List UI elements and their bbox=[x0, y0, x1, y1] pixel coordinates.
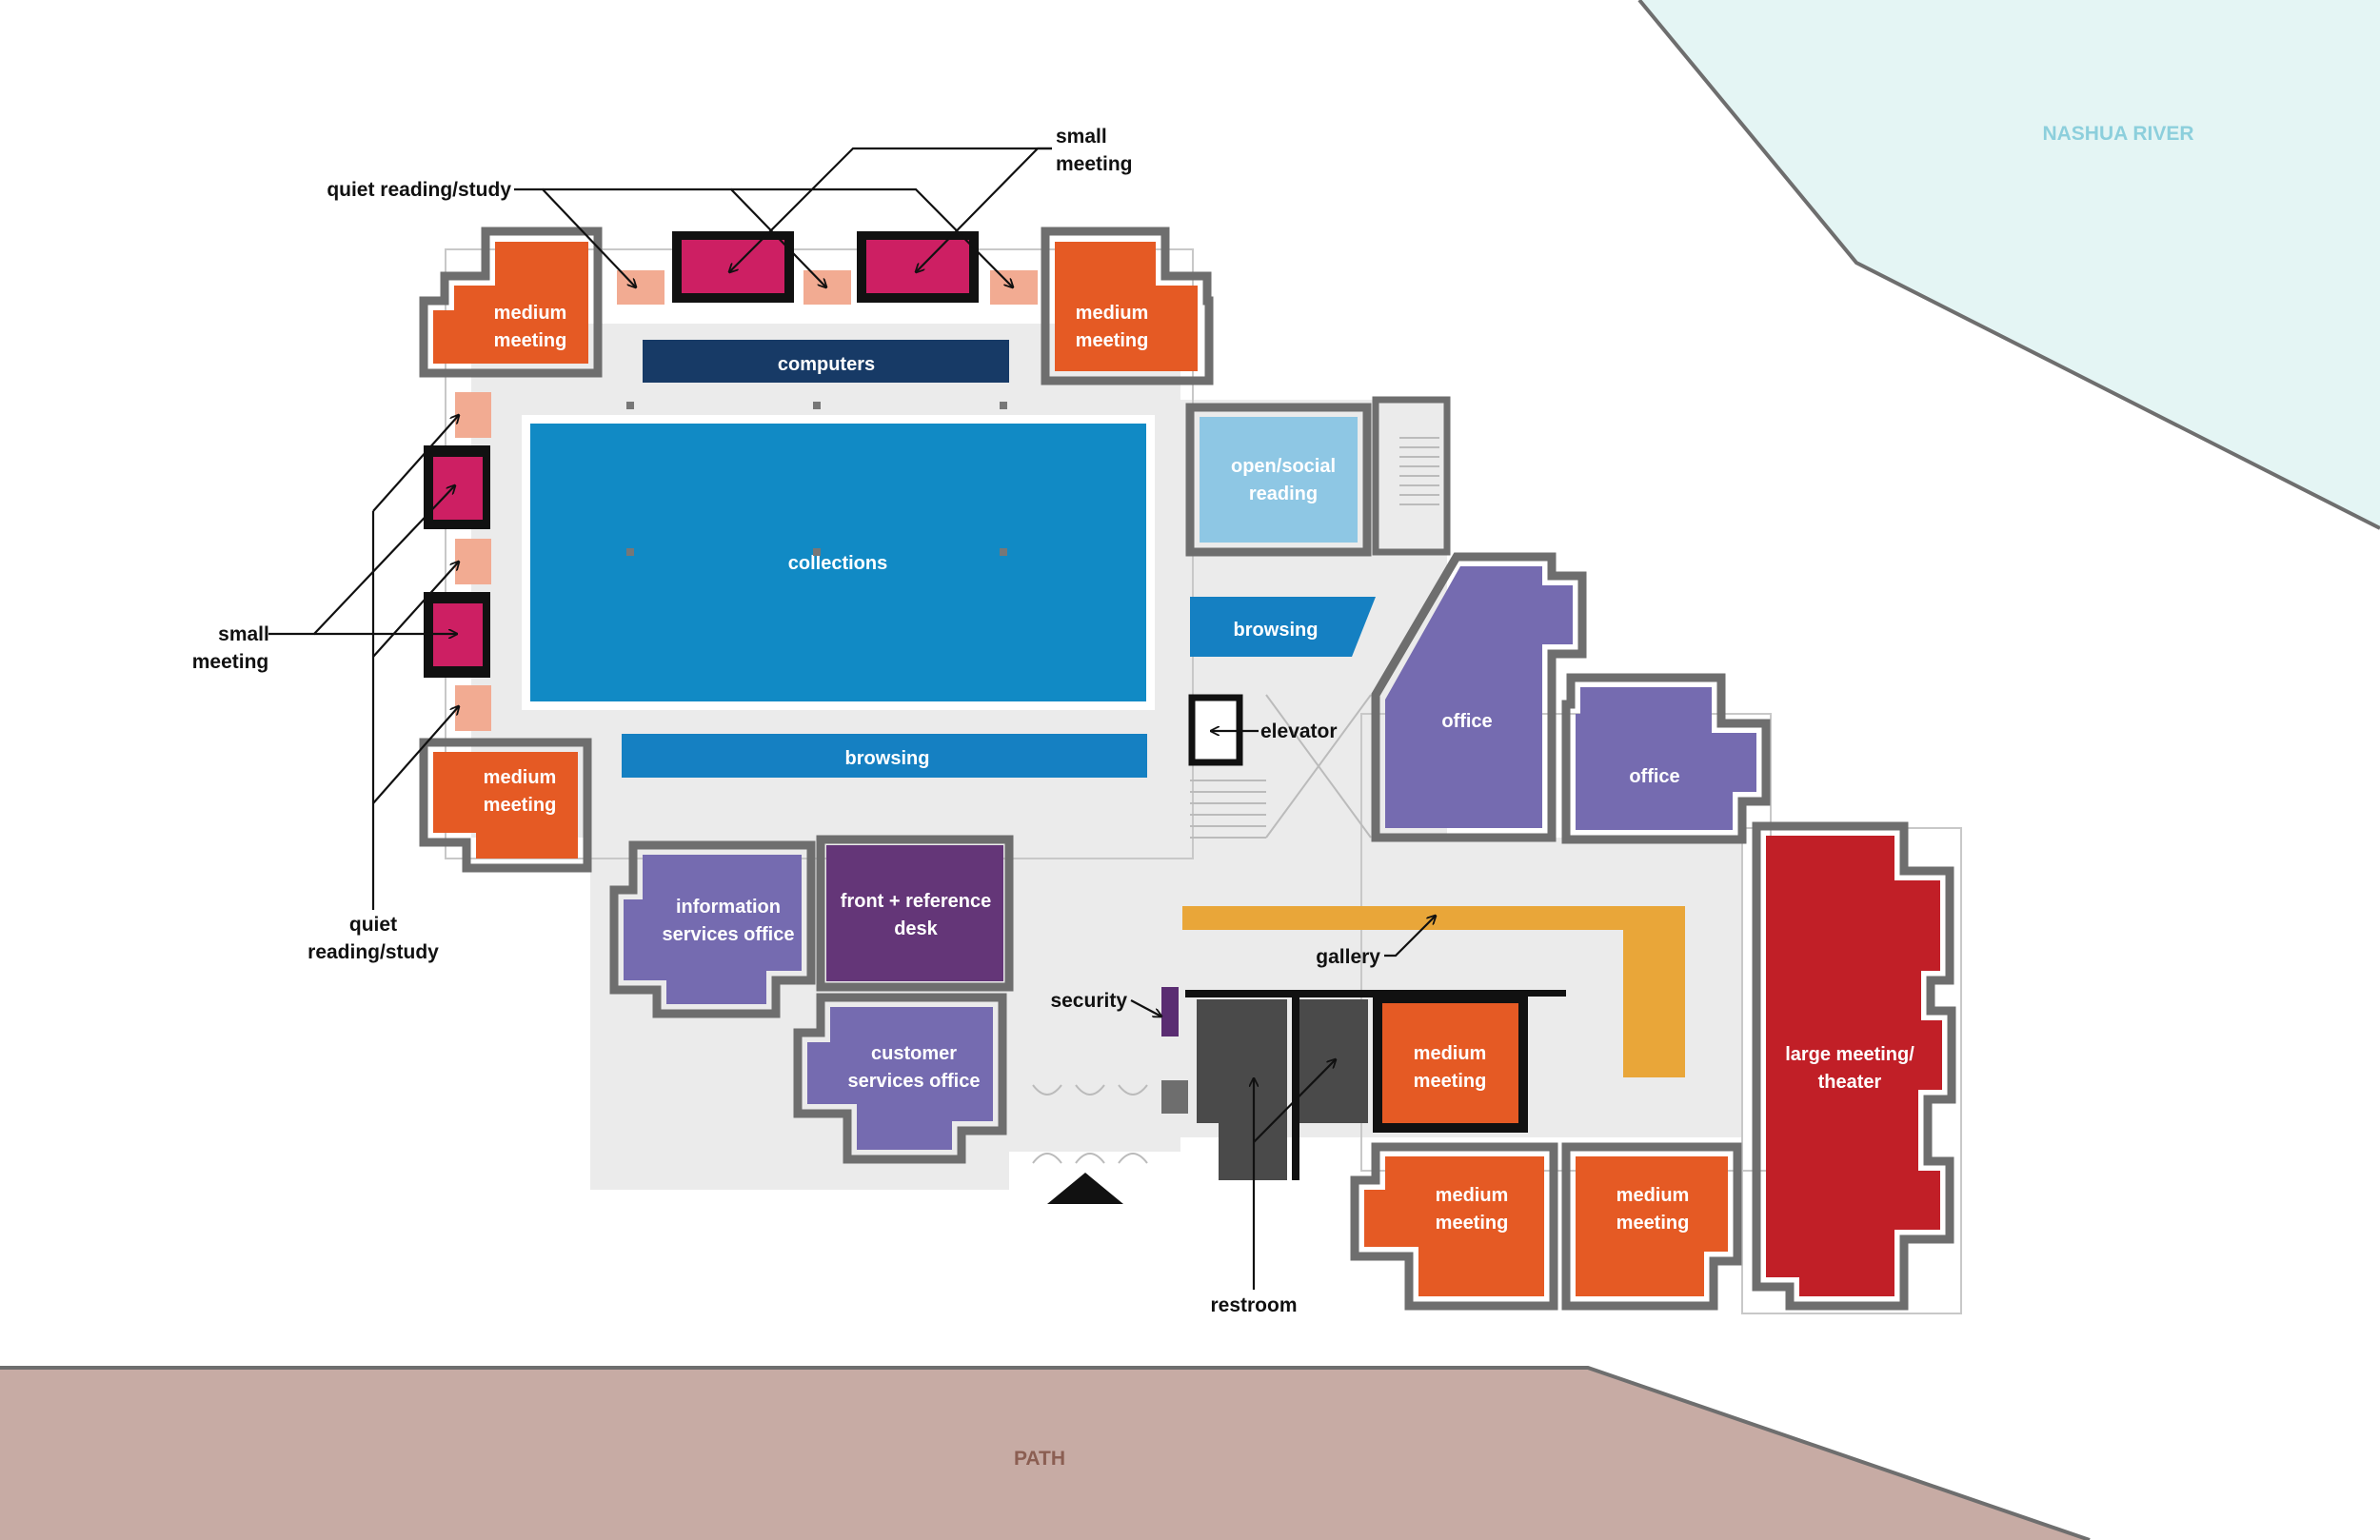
entrance-marker bbox=[1047, 1173, 1123, 1204]
callout-gallery: gallery bbox=[1316, 916, 1436, 968]
path-area bbox=[0, 1368, 2090, 1540]
medium-meeting-room-ne: medium meeting bbox=[1041, 227, 1214, 385]
medium-meeting-label: medium bbox=[1076, 303, 1149, 324]
medium-meeting-room-s1: medium meeting bbox=[1373, 995, 1528, 1133]
front-reference-desk: front + reference desk bbox=[816, 835, 1014, 992]
large-meeting-theater: large meeting/ theater bbox=[1752, 821, 1956, 1311]
medium-meeting-label: meeting bbox=[484, 795, 557, 816]
office-label: office bbox=[1441, 711, 1492, 732]
medium-meeting-room-s3: medium meeting bbox=[1561, 1142, 1742, 1311]
browsing-east-area: browsing bbox=[1190, 597, 1376, 657]
medium-meeting-label: meeting bbox=[1436, 1213, 1509, 1234]
medium-meeting-label: meeting bbox=[1414, 1071, 1487, 1092]
svg-text:elevator: elevator bbox=[1260, 721, 1338, 742]
information-services-label: services office bbox=[663, 924, 795, 945]
callout-security: security bbox=[1050, 990, 1161, 1017]
medium-meeting-label: medium bbox=[484, 767, 557, 788]
medium-meeting-room-s2: medium meeting bbox=[1350, 1142, 1558, 1311]
gallery-area bbox=[1182, 906, 1685, 1077]
customer-services-label: services office bbox=[848, 1071, 981, 1092]
column-markers bbox=[626, 402, 1007, 556]
open-social-label: reading bbox=[1249, 484, 1318, 504]
office-room-2: office bbox=[1561, 673, 1771, 844]
river-bank bbox=[1637, 0, 2380, 530]
callout-small-meeting-left: small meeting bbox=[192, 485, 457, 673]
svg-text:quiet: quiet bbox=[349, 914, 397, 936]
computers-area: computers bbox=[643, 340, 1009, 383]
river-area bbox=[1639, 0, 2380, 528]
large-meeting-label: theater bbox=[1818, 1072, 1882, 1093]
medium-meeting-label: medium bbox=[1616, 1185, 1690, 1206]
stairwell-top bbox=[1372, 396, 1451, 556]
browsing-label: browsing bbox=[845, 748, 930, 769]
svg-text:small: small bbox=[1056, 126, 1107, 148]
svg-text:restroom: restroom bbox=[1210, 1294, 1297, 1316]
svg-text:gallery: gallery bbox=[1316, 946, 1380, 968]
collections-label: collections bbox=[788, 553, 887, 574]
medium-meeting-label: medium bbox=[1414, 1043, 1487, 1064]
medium-meeting-label: meeting bbox=[1616, 1213, 1690, 1234]
callout-restroom: restroom bbox=[1210, 1059, 1336, 1316]
svg-text:security: security bbox=[1050, 990, 1127, 1012]
medium-meeting-room-nw: medium meeting bbox=[419, 227, 603, 378]
small-meeting-rooms bbox=[424, 231, 979, 678]
browsing-label: browsing bbox=[1234, 620, 1319, 641]
customer-services-label: customer bbox=[871, 1043, 957, 1064]
medium-meeting-label: meeting bbox=[494, 330, 567, 351]
information-services-office: information services office bbox=[609, 840, 816, 1018]
information-services-label: information bbox=[676, 897, 781, 918]
front-reference-label: front + reference bbox=[841, 891, 991, 912]
svg-text:small: small bbox=[218, 623, 269, 645]
callout-quiet-reading-top: quiet reading/study bbox=[327, 179, 1013, 287]
customer-services-office: customer services office bbox=[793, 993, 1007, 1164]
browsing-main-area: browsing bbox=[622, 734, 1147, 778]
medium-meeting-label: medium bbox=[1436, 1185, 1509, 1206]
river-label: NASHUA RIVER bbox=[2042, 123, 2193, 145]
quiet-reading-rooms-left bbox=[455, 392, 491, 731]
entry-vestibule bbox=[1032, 1080, 1188, 1164]
callout-elevator: elevator bbox=[1211, 721, 1338, 742]
open-social-label: open/social bbox=[1231, 456, 1336, 477]
quiet-reading-rooms-top bbox=[617, 270, 1038, 305]
computers-label: computers bbox=[778, 354, 875, 375]
office-room-1: office bbox=[1371, 552, 1587, 842]
collections-area: collections bbox=[522, 415, 1155, 710]
path-edge bbox=[0, 1366, 2091, 1540]
medium-meeting-label: medium bbox=[494, 303, 567, 324]
large-meeting-label: large meeting/ bbox=[1785, 1044, 1914, 1065]
path-label: PATH bbox=[1014, 1448, 1065, 1470]
open-social-reading-area: open/social reading bbox=[1185, 403, 1372, 557]
svg-text:meeting: meeting bbox=[1056, 153, 1133, 175]
office-label: office bbox=[1629, 766, 1679, 787]
front-reference-label: desk bbox=[894, 918, 938, 939]
svg-text:reading/study: reading/study bbox=[307, 941, 439, 963]
svg-text:quiet reading/study: quiet reading/study bbox=[327, 179, 511, 201]
security-booth bbox=[1161, 987, 1179, 1037]
callout-quiet-reading-left: quiet reading/study bbox=[307, 415, 459, 963]
medium-meeting-label: meeting bbox=[1076, 330, 1149, 351]
svg-text:meeting: meeting bbox=[192, 651, 269, 673]
medium-meeting-room-w: medium meeting bbox=[419, 738, 592, 873]
